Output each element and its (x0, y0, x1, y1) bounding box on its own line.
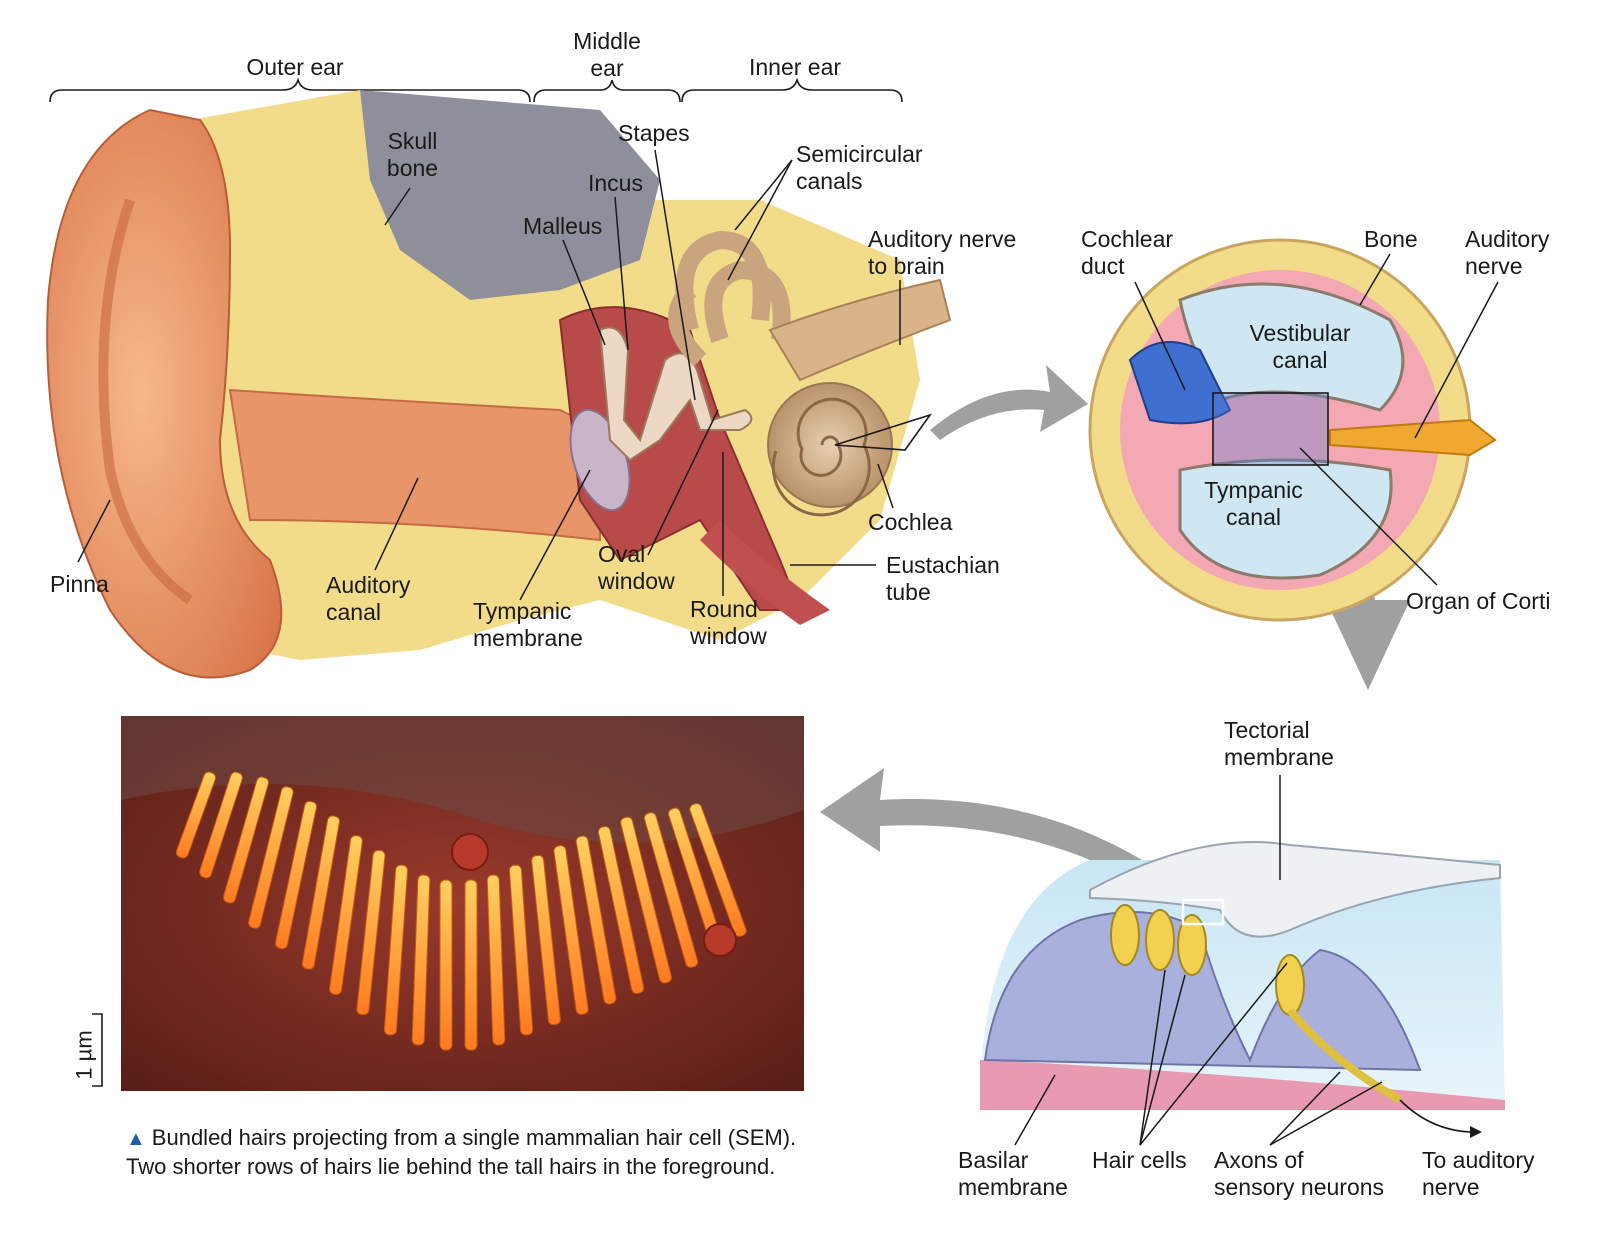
label-oval-window: Oval window (598, 541, 675, 594)
ossicles-shape (598, 326, 753, 462)
ear-illustration (46, 90, 952, 679)
label-axons: Axons of sensory neurons (1214, 1147, 1385, 1200)
label-hair-cells: Hair cells (1092, 1147, 1187, 1173)
micrograph-caption: ▲Bundled hairs projecting from a single … (126, 1124, 806, 1180)
label-malleus: Malleus (523, 213, 603, 239)
semicircular-canals-shape (668, 230, 791, 367)
region-label-inner-ear: Inner ear (748, 54, 842, 80)
cochlea-cross-section (1088, 238, 1497, 622)
leader-lines (77, 149, 1499, 1146)
skull-mass (360, 90, 660, 300)
caption-text: Bundled hairs projecting from a single m… (126, 1125, 797, 1179)
label-tympanic-canal: Tympanic canal (1204, 477, 1303, 530)
outer-ear-brace (49, 77, 531, 103)
organ-of-corti (980, 841, 1505, 1138)
label-pinna: Pinna (50, 571, 109, 597)
pinna-fold (98, 198, 193, 605)
arrow-to-cross-section (930, 365, 1088, 440)
label-stapes: Stapes (618, 120, 690, 146)
inner-ear-brace (681, 77, 903, 103)
sem-micrograph (92, 716, 804, 1091)
ear-canal (228, 388, 601, 542)
label-skull-bone: Skull bone (386, 128, 439, 181)
arrow-to-micrograph (820, 768, 1180, 900)
cross-section-nerve (1329, 418, 1497, 457)
label-cochlear-duct: Cochlear duct (1081, 226, 1174, 279)
pinna-shape (46, 108, 283, 679)
region-label-middle-ear: Middle ear (573, 28, 641, 81)
caption-triangle-icon: ▲ (126, 1128, 146, 1150)
label-eustachian-tube: Eustachian tube (886, 552, 1000, 605)
hair-cells-shape (1110, 904, 1305, 1016)
label-organ-of-corti: Organ of Corti (1406, 588, 1551, 614)
region-braces (49, 77, 903, 103)
tectorial-membrane-shape (1089, 841, 1501, 938)
label-incus: Incus (588, 170, 643, 196)
label-bone: Bone (1364, 226, 1418, 252)
label-tectorial-membrane: Tectorial membrane (1224, 717, 1334, 770)
eustachian-tube-shape (700, 520, 830, 625)
label-to-auditory-nerve: To auditory nerve (1422, 1147, 1535, 1200)
scale-bar (92, 1013, 103, 1087)
label-auditory-nerve: Auditory nerve (1465, 226, 1550, 279)
axons-shape (1286, 1007, 1402, 1104)
scale-bar-label: 1 µm (71, 1030, 97, 1080)
stereocilia (175, 771, 747, 1051)
label-tympanic-membrane: Tympanic membrane (473, 598, 583, 651)
cochlear-duct-shape (1128, 341, 1232, 425)
organ-of-corti-box (1212, 392, 1329, 466)
label-auditory-canal: Auditory canal (326, 572, 411, 625)
hair-bundle-box (1181, 898, 1225, 926)
label-semicircular-canals: Semicircular canals (796, 141, 923, 194)
cochlea-shape (767, 382, 893, 508)
region-label-outer-ear: Outer ear (246, 54, 344, 80)
label-cochlea: Cochlea (868, 509, 953, 535)
label-vestibular-canal: Vestibular canal (1249, 320, 1351, 373)
basilar-membrane-shape (980, 1060, 1505, 1110)
label-auditory-nerve-to-brain: Auditory nerve to brain (868, 226, 1017, 279)
auditory-nerve-shape (768, 278, 952, 382)
middle-ear-brace (533, 79, 681, 103)
label-round-window: Round window (690, 596, 767, 649)
to-nerve-arrow (1399, 1099, 1471, 1133)
label-basilar-membrane: Basilar membrane (958, 1147, 1068, 1200)
